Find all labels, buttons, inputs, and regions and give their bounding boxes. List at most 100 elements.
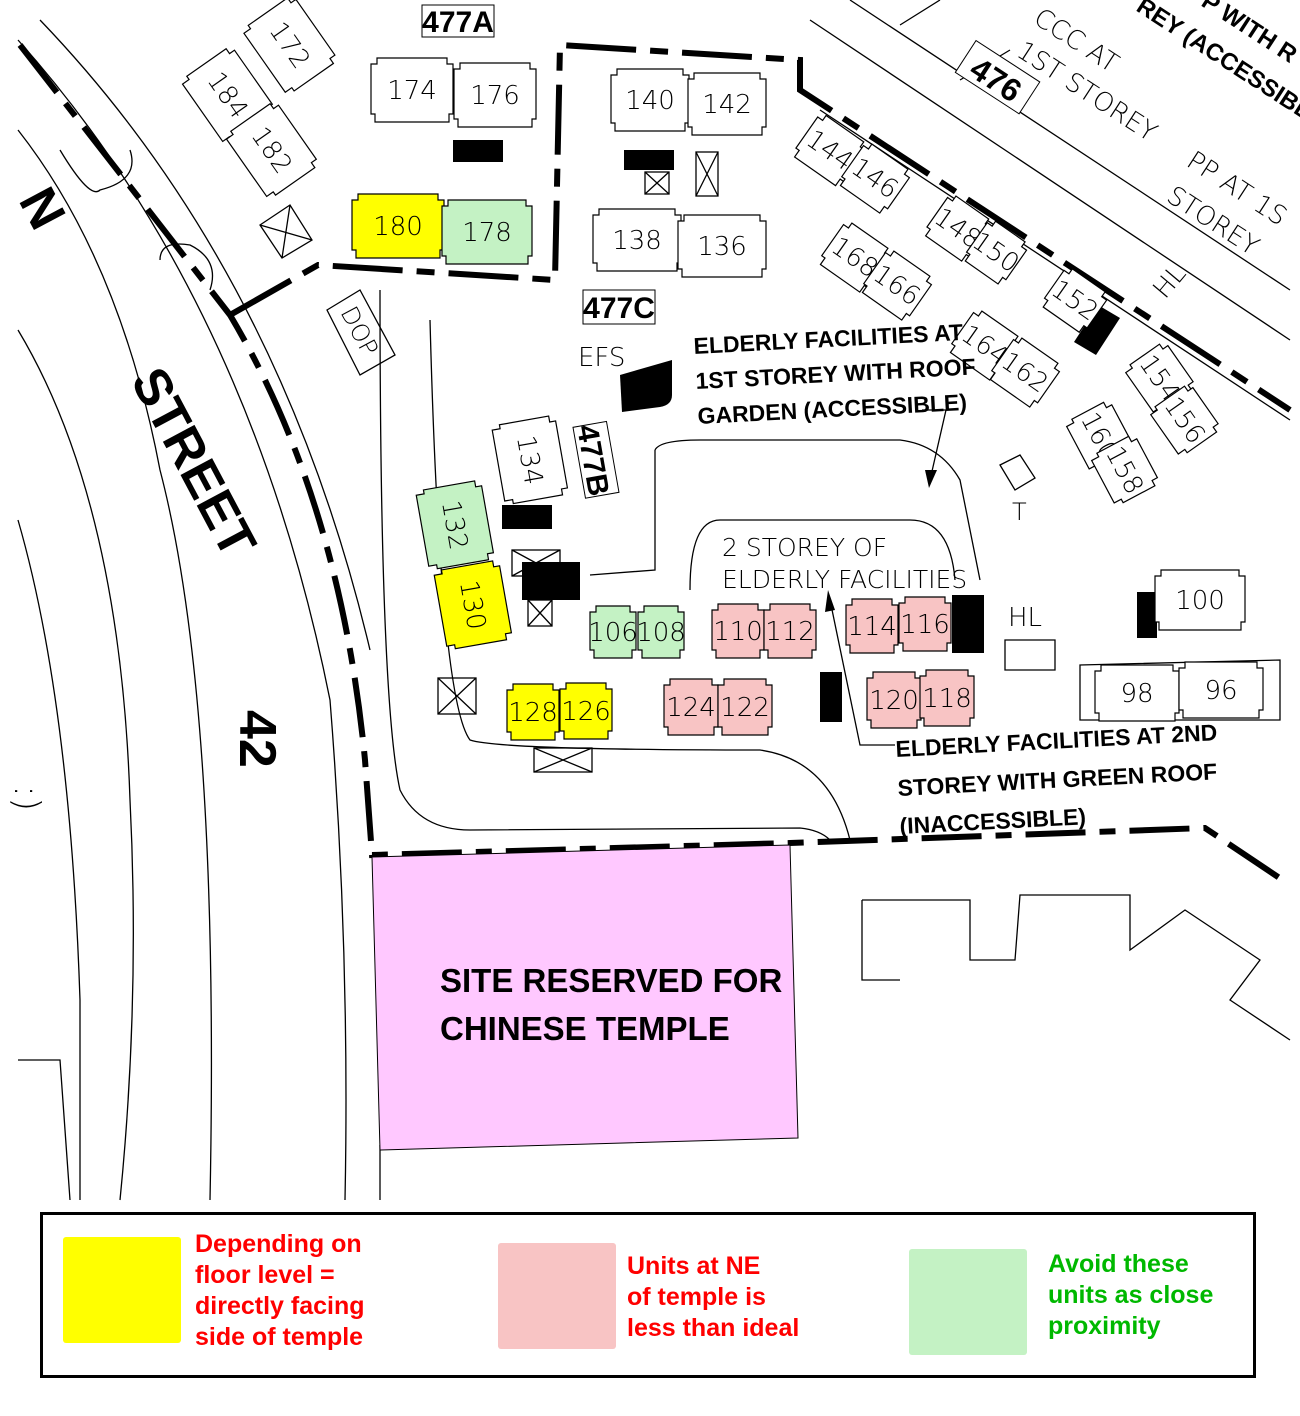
unit-number: 110 bbox=[713, 617, 763, 647]
unit-outline bbox=[919, 669, 975, 727]
unit-block-182[interactable]: 182 bbox=[224, 100, 320, 199]
unit-outline bbox=[243, 0, 336, 94]
unit-number: 116 bbox=[900, 610, 950, 640]
street-number: 42 bbox=[228, 710, 286, 768]
unit-outline bbox=[898, 596, 952, 652]
unit-block-128[interactable]: 128 bbox=[506, 683, 560, 741]
unit-block-146[interactable]: 146 bbox=[837, 141, 913, 216]
unit-block-158[interactable]: 158 bbox=[1090, 434, 1160, 507]
unit-number: 122 bbox=[720, 693, 770, 723]
legend-line: directly facing bbox=[195, 1292, 365, 1320]
unit-block-140[interactable]: 140 bbox=[610, 68, 690, 132]
unit-number: 180 bbox=[373, 212, 423, 242]
unit-number: 126 bbox=[561, 697, 611, 727]
unit-block-134[interactable]: 134 bbox=[491, 415, 569, 505]
legend-swatch-green bbox=[909, 1249, 1027, 1355]
unit-block-166[interactable]: 166 bbox=[859, 248, 935, 323]
unit-outline bbox=[441, 199, 533, 265]
arrow-icon bbox=[829, 599, 895, 746]
unit-block-124[interactable]: 124 bbox=[663, 678, 719, 736]
temple-site[interactable] bbox=[371, 844, 799, 1151]
unit-block-164[interactable]: 164 bbox=[947, 308, 1023, 383]
annotation-elderly-2nd: STOREY WITH GREEN ROOF bbox=[897, 758, 1218, 801]
unit-block-132[interactable]: 132 bbox=[415, 480, 495, 570]
unit-block-176[interactable]: 176 bbox=[453, 62, 537, 128]
unit-outline bbox=[839, 143, 911, 214]
unit-block-142[interactable]: 142 bbox=[687, 72, 767, 136]
unit-block-174[interactable]: 174 bbox=[370, 57, 454, 123]
unit-number: 136 bbox=[697, 232, 747, 262]
unit-block-118[interactable]: 118 bbox=[919, 669, 975, 727]
unit-number: 120 bbox=[869, 686, 919, 716]
unit-number: 114 bbox=[847, 612, 897, 642]
annotation-two-storey: ELDERLY FACILITIES bbox=[722, 565, 967, 594]
unit-block-100[interactable]: 100 bbox=[1154, 569, 1246, 631]
unit-outline bbox=[677, 214, 767, 278]
road-lines bbox=[17, 0, 1291, 1201]
annotation-elderly-1st: ELDERLY FACILITIES AT bbox=[693, 319, 964, 359]
unit-outline bbox=[453, 62, 537, 128]
unit-block-126[interactable]: 126 bbox=[559, 682, 613, 740]
street-partial: N bbox=[7, 178, 76, 238]
unit-number: 124 bbox=[666, 693, 716, 723]
street-name: STREET bbox=[119, 358, 267, 567]
unit-outline bbox=[506, 683, 560, 741]
unit-block-172[interactable]: 172 bbox=[242, 0, 339, 96]
service-blocks bbox=[453, 140, 1157, 722]
unit-outline bbox=[687, 72, 767, 136]
unit-outline bbox=[433, 560, 513, 650]
unit-number: 142 bbox=[702, 90, 752, 120]
street-partial: :) bbox=[6, 785, 47, 811]
arrow-icon bbox=[925, 470, 937, 488]
unit-number: 176 bbox=[470, 81, 520, 111]
unit-outline bbox=[491, 415, 569, 505]
unit-number: 140 bbox=[625, 86, 675, 116]
unit-outline bbox=[1042, 268, 1108, 334]
unit-outline bbox=[845, 598, 899, 654]
unit-block-122[interactable]: 122 bbox=[717, 678, 773, 736]
unit-number: 118 bbox=[922, 684, 972, 714]
annotation-two-storey: 2 STOREY OF bbox=[722, 533, 887, 562]
unit-block-178[interactable]: 178 bbox=[441, 199, 533, 265]
unit-number: 108 bbox=[636, 618, 686, 648]
unit-block-136[interactable]: 136 bbox=[677, 214, 767, 278]
unit-block-110[interactable]: 110 bbox=[711, 603, 765, 659]
label-dop: DOP bbox=[335, 302, 384, 361]
unit-number: 100 bbox=[1175, 586, 1225, 616]
unit-outline bbox=[1154, 569, 1246, 631]
unit-number: 138 bbox=[612, 226, 662, 256]
unit-block-106[interactable]: 106 bbox=[588, 605, 638, 659]
legend-line: of temple is bbox=[627, 1283, 766, 1311]
block-477c: 477C bbox=[583, 292, 655, 325]
legend-swatch-yellow bbox=[63, 1237, 181, 1343]
temple-label: SITE RESERVED FOR bbox=[440, 962, 782, 999]
label-hl: HL bbox=[1147, 259, 1192, 304]
unit-outline bbox=[989, 337, 1061, 408]
label-hl: HL bbox=[1008, 603, 1042, 633]
unit-outline bbox=[589, 605, 637, 659]
unit-block-162[interactable]: 162 bbox=[987, 335, 1063, 410]
block-477a: 477A bbox=[422, 6, 494, 39]
site-boundary bbox=[17, 41, 1292, 888]
unit-outline bbox=[964, 220, 1028, 285]
unit-block-112[interactable]: 112 bbox=[763, 603, 817, 659]
arrow-icon bbox=[825, 590, 835, 612]
unit-block-116[interactable]: 116 bbox=[898, 596, 952, 652]
unit-number: 98 bbox=[1120, 679, 1153, 709]
unit-outline bbox=[637, 605, 685, 659]
legend-line: Avoid these bbox=[1048, 1250, 1189, 1278]
unit-block-98[interactable]: 98 bbox=[1094, 664, 1180, 722]
unit-outline bbox=[763, 603, 817, 659]
unit-block-114[interactable]: 114 bbox=[845, 598, 899, 654]
unit-block-180[interactable]: 180 bbox=[351, 193, 445, 259]
unit-outline bbox=[1178, 661, 1264, 719]
unit-block-138[interactable]: 138 bbox=[592, 208, 682, 272]
label-t: T bbox=[1012, 498, 1027, 526]
unit-block-130[interactable]: 130 bbox=[433, 560, 513, 650]
unit-block-96[interactable]: 96 bbox=[1178, 661, 1264, 719]
unit-block-108[interactable]: 108 bbox=[636, 605, 686, 659]
unit-outline bbox=[225, 102, 318, 198]
unit-block-120[interactable]: 120 bbox=[866, 671, 922, 729]
